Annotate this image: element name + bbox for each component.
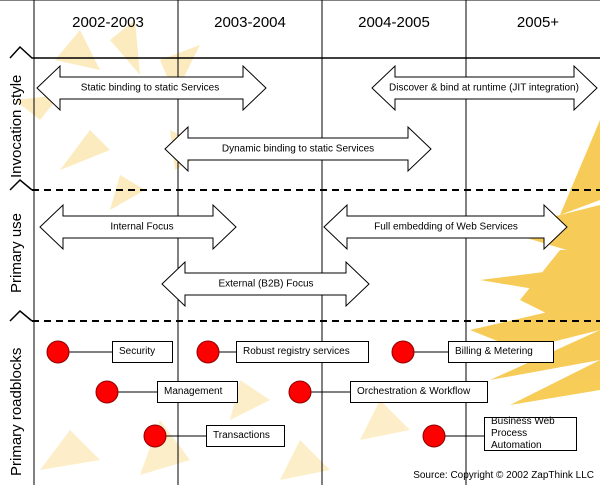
row-separator-2 [9,309,33,322]
arrow-label-dynamic-binding: Dynamic binding to static Services [221,143,375,155]
arrow-label-static-binding: Static binding to static Services [80,82,220,94]
row-label-primary-roadblocks: Primary roadblocks [8,347,25,476]
column-header-2002-2003: 2002-2003 [72,14,144,31]
arrow-dynamic-binding [164,125,432,173]
roadblock-management: Management [157,381,238,403]
roadblock-robust-registry: Robust registry services [236,341,369,363]
bullet-billing [391,340,415,364]
column-header-2005-plus: 2005+ [516,14,560,31]
bullet-registry [196,340,220,364]
roadblock-billing-metering: Billing & Metering [448,341,554,363]
sun-watermark-right [470,120,600,405]
roadblock-orchestration: Orchestration & Workflow [350,381,488,403]
bullet-business-web [422,424,446,448]
sun-watermark-left [15,20,210,210]
arrow-label-full-embedding: Full embedding of Web Services [374,221,518,233]
roadblock-bullets [46,340,446,448]
roadblock-security: Security [112,341,173,363]
column-header-2004-2005: 2004-2005 [358,14,430,31]
roadblock-transactions: Transactions [206,425,285,447]
row-label-primary-use: Primary use [8,212,25,293]
arrow-label-internal-focus: Internal Focus [110,221,174,233]
arrow-static-binding [36,64,267,112]
row-separators [9,45,600,322]
row-separator-1 [9,178,33,191]
bullet-transactions [143,424,167,448]
source-credit: Source: Copyright © 2002 ZapThink LLC [413,470,594,481]
row-label-invocation-style: Invocation style [8,74,25,178]
bullet-orchestration [288,380,312,404]
arrow-label-discover-bind: Discover & bind at runtime (JIT integrat… [389,82,579,94]
arrow-external-focus [161,260,370,308]
sun-watermark-bottom [40,380,410,480]
arrow-internal-focus [39,203,237,251]
column-header-2003-2004: 2003-2004 [214,14,286,31]
header-separator [9,45,600,59]
bullet-security [46,340,70,364]
roadblock-business-web: Business Web Process Automation [484,416,577,451]
bullet-management [95,380,119,404]
arrow-discover-bind [371,64,598,112]
arrow-full-embedding [323,203,568,251]
arrow-label-external-focus: External (B2B) Focus [218,278,314,290]
arrows [36,64,598,308]
